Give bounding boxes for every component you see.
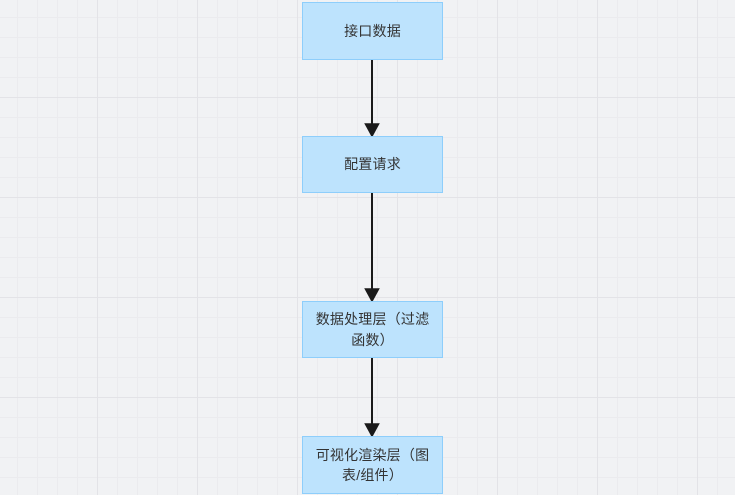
node-label: 数据处理层（过滤函数） (315, 311, 430, 348)
flowchart-node-config-request[interactable]: 配置请求 (302, 136, 443, 193)
flowchart-node-data-processing-layer[interactable]: 数据处理层（过滤函数） (302, 301, 443, 358)
node-label: 可视化渲染层（图表/组件） (315, 446, 430, 483)
flowchart-node-visualization-render-layer[interactable]: 可视化渲染层（图表/组件） (302, 436, 443, 494)
node-label: 配置请求 (344, 156, 401, 173)
flowchart-node-interface-data[interactable]: 接口数据 (302, 2, 443, 60)
node-label: 接口数据 (344, 22, 401, 39)
